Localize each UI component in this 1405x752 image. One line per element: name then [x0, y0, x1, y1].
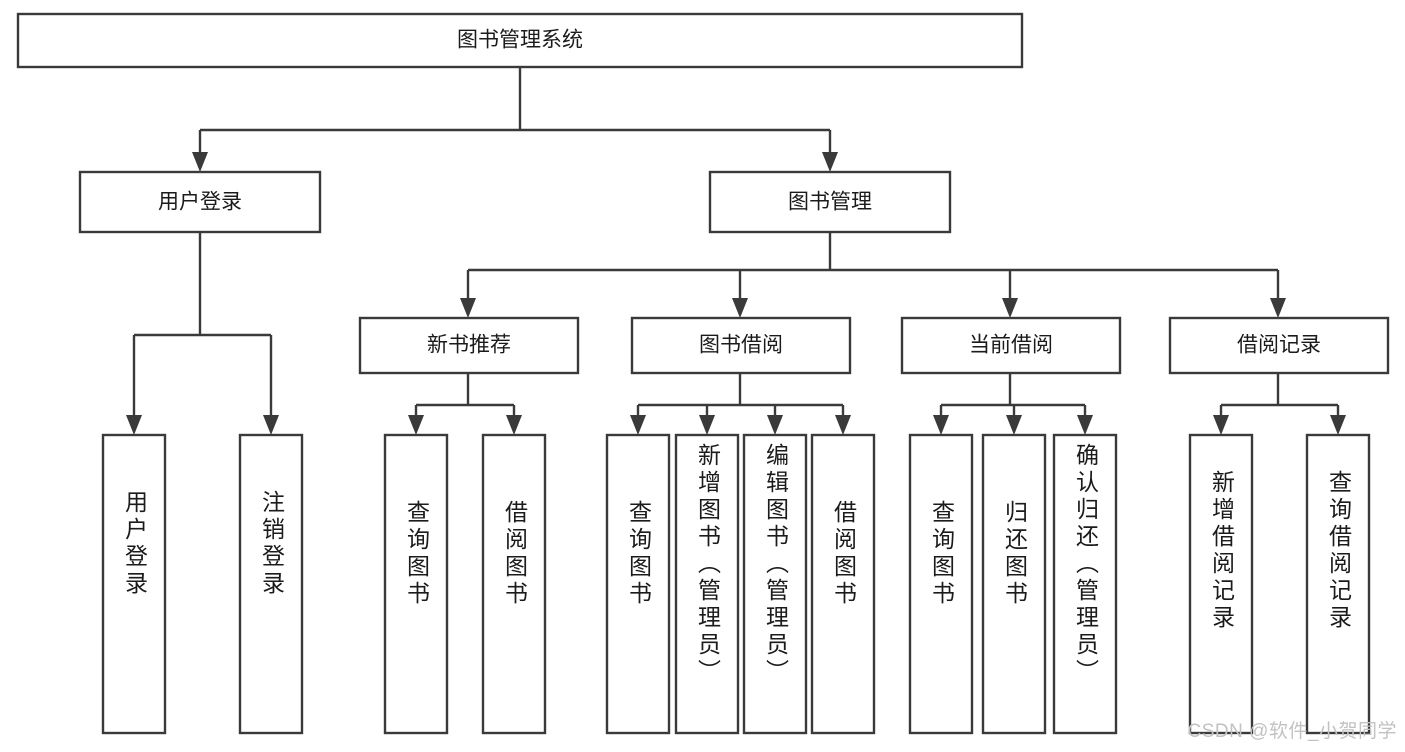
arrow-to-book-management [822, 152, 838, 172]
node-leaf-logout[interactable] [238, 433, 304, 735]
leaf-box-query-book-3[interactable] [908, 433, 974, 735]
root-label: 图书管理系统 [457, 29, 583, 52]
node-leaf-user-login[interactable] [101, 433, 167, 735]
arrow-to-leaf-query-record [1330, 415, 1346, 435]
arrow-to-leaf-query-book-3 [933, 415, 949, 435]
node-leaf-borrow-book-2[interactable] [810, 433, 876, 735]
node-leaf-query-book-3[interactable] [908, 433, 974, 735]
user-login-label: 用户登录 [158, 191, 242, 214]
book-borrow-label: 图书借阅 [699, 334, 783, 357]
node-leaf-add-record[interactable] [1188, 433, 1254, 735]
connector-book-management-to-level3 [460, 232, 1286, 318]
arrow-to-leaf-borrow-book-1 [506, 415, 522, 435]
node-leaf-edit-book[interactable] [742, 433, 808, 735]
leaf-box-return-book[interactable] [981, 433, 1047, 735]
arrow-to-new-book-recommend [460, 298, 476, 318]
node-leaf-query-book-1[interactable] [383, 433, 449, 735]
arrow-to-leaf-user-login [126, 415, 142, 435]
leaf-box-query-book-2[interactable] [605, 433, 671, 735]
connector-borrow-record-to-leaves [1213, 373, 1346, 435]
node-current-borrow[interactable] [900, 316, 1122, 375]
arrow-to-current-borrow [1002, 298, 1018, 318]
connector-current-borrow-to-leaves [933, 373, 1093, 435]
arrow-to-leaf-add-book [699, 415, 715, 435]
node-leaf-query-book-2[interactable] [605, 433, 671, 735]
root-box[interactable] [16, 12, 1024, 69]
arrow-to-leaf-borrow-book-2 [835, 415, 851, 435]
new-book-recommend-box[interactable] [358, 316, 580, 375]
node-new-book-recommend[interactable] [358, 316, 580, 375]
connector-book-borrow-to-leaves [630, 373, 851, 435]
user-login-box[interactable] [78, 170, 322, 234]
leaf-box-add-book[interactable] [674, 433, 740, 735]
node-root[interactable] [16, 12, 1024, 69]
connector-root-to-level2 [192, 67, 838, 172]
arrow-to-borrow-record [1270, 298, 1286, 318]
node-leaf-return-book[interactable] [981, 433, 1047, 735]
connector-user-login-to-leaves [126, 232, 279, 435]
leaf-box-borrow-book-1[interactable] [481, 433, 547, 735]
leaf-box-user-login[interactable] [101, 433, 167, 735]
leaf-box-edit-book[interactable] [742, 433, 808, 735]
node-leaf-borrow-book-1[interactable] [481, 433, 547, 735]
current-borrow-label: 当前借阅 [969, 334, 1053, 357]
borrow-record-label: 借阅记录 [1237, 334, 1321, 357]
leaf-box-query-book-1[interactable] [383, 433, 449, 735]
node-leaf-confirm-return[interactable] [1052, 433, 1118, 735]
arrow-to-leaf-edit-book [767, 415, 783, 435]
leaf-box-query-record[interactable] [1305, 433, 1371, 735]
leaf-box-add-record[interactable] [1188, 433, 1254, 735]
csdn-watermark: CSDN @软件_小贺同学 [1187, 721, 1397, 742]
leaf-box-confirm-return[interactable] [1052, 433, 1118, 735]
arrow-to-leaf-return-book [1006, 415, 1022, 435]
arrow-to-book-borrow [732, 298, 748, 318]
book-management-label: 图书管理 [788, 191, 872, 214]
connector-new-book-recommend-to-leaves [408, 373, 522, 435]
new-book-recommend-label: 新书推荐 [427, 334, 511, 357]
node-leaf-query-record[interactable] [1305, 433, 1371, 735]
arrow-to-user-login [192, 152, 208, 172]
arrow-to-leaf-add-record [1213, 415, 1229, 435]
node-leaf-add-book[interactable] [674, 433, 740, 735]
leaf-box-logout[interactable] [238, 433, 304, 735]
arrow-to-leaf-query-book-1 [408, 415, 424, 435]
arrow-to-leaf-logout [263, 415, 279, 435]
arrow-to-leaf-confirm-return [1077, 415, 1093, 435]
leaf-box-borrow-book-2[interactable] [810, 433, 876, 735]
current-borrow-box[interactable] [900, 316, 1122, 375]
arrow-to-leaf-query-book-2 [630, 415, 646, 435]
node-user-login[interactable] [78, 170, 322, 234]
